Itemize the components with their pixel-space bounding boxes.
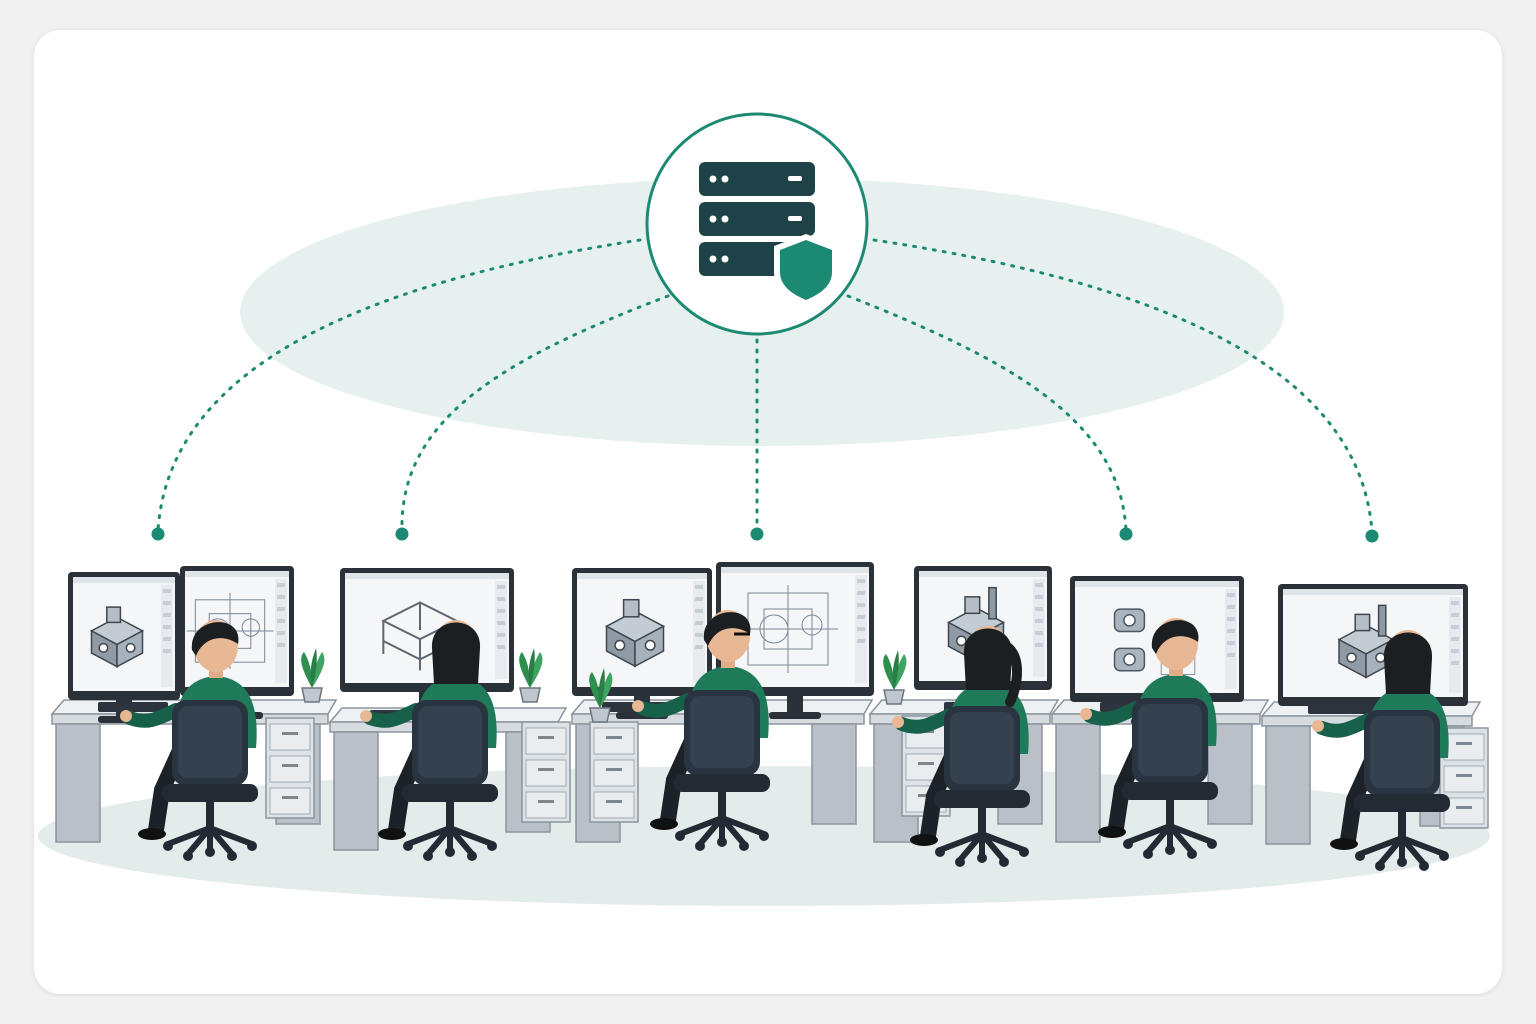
- connection-line-5: [872, 238, 1374, 534]
- workstation-1: [50, 566, 338, 861]
- screen-content-cad-parts: [1075, 581, 1239, 689]
- workstation-2: [328, 568, 571, 861]
- workstation-5: [1050, 576, 1270, 859]
- connection-node-5: [1365, 529, 1379, 543]
- screen-content-cad-assembly: [73, 577, 175, 687]
- connection-line-2: [400, 294, 670, 532]
- workstation-3: [570, 562, 874, 851]
- keyboard: [1308, 704, 1378, 714]
- monitor-2: [716, 562, 874, 719]
- workstations: [50, 562, 1489, 871]
- workstation-4: [868, 566, 1060, 867]
- connection-node-2: [395, 527, 409, 541]
- monitor-1: [68, 572, 180, 723]
- plant-icon: [300, 647, 326, 703]
- connection-line-4: [846, 294, 1128, 532]
- connection-node-3: [750, 527, 764, 541]
- plant-icon: [882, 649, 908, 705]
- server-hub: [645, 112, 869, 336]
- connection-line-1: [156, 238, 642, 532]
- plant-icon: [518, 647, 544, 703]
- filing-cabinet: [265, 717, 315, 819]
- connection-node-4: [1119, 527, 1133, 541]
- screen-content-cad-assembly: [577, 573, 707, 683]
- connection-lines: [156, 238, 1374, 534]
- monitor-1: [572, 568, 712, 719]
- filing-cabinet: [521, 721, 571, 823]
- server-shield-icon: [699, 162, 838, 306]
- connection-node-1: [151, 527, 165, 541]
- workstation-6: [1260, 584, 1489, 871]
- screen-content-cad-drawing: [721, 567, 869, 683]
- keyboard: [98, 702, 168, 712]
- filing-cabinet: [589, 721, 639, 823]
